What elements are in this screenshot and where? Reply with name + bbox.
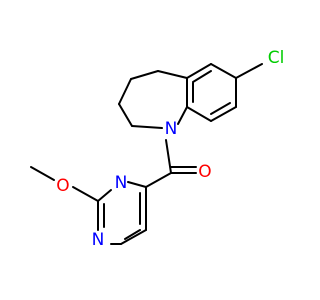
pyrimidine-ring — [97, 181, 147, 245]
carbonyl-oxygen-atom: O — [198, 162, 211, 182]
benzene-ring — [186, 63, 237, 122]
o-methyl-bond — [30, 166, 55, 181]
pyrimidine-n3-atom: N — [115, 173, 128, 193]
pyrimidine-n1-atom: N — [92, 230, 105, 250]
carbonyl-pyrimidine-bond — [145, 172, 172, 188]
carbonyl-group — [170, 166, 197, 174]
c-cl-bond — [235, 63, 263, 79]
molecule-structure: Cl N O N N O — [30, 48, 285, 250]
ring-nitrogen-atom: N — [165, 119, 178, 139]
methoxy-oxygen-atom: O — [56, 176, 69, 196]
chlorine-atom: Cl — [268, 48, 285, 68]
c2-o-bond — [72, 186, 99, 202]
n-carbonyl-bond — [165, 139, 172, 174]
azepine-ring — [118, 70, 188, 129]
